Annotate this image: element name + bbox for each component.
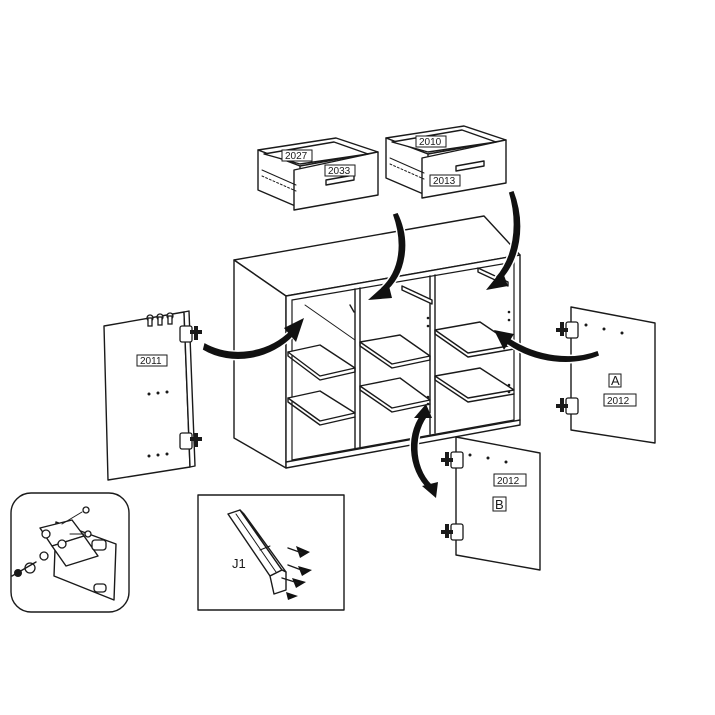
letter-box-a xyxy=(608,373,622,388)
label-box-2013 xyxy=(429,174,461,187)
hinge-bottom-top xyxy=(441,451,464,469)
hinge-left-top xyxy=(179,325,202,343)
label-box-2010 xyxy=(415,135,447,148)
drawer-left: 2027 2033 xyxy=(257,137,379,211)
hinge-bottom-bottom xyxy=(441,523,464,541)
drawer-right: 2010 2013 xyxy=(385,125,507,199)
part-label-2027: 2027 xyxy=(285,151,308,162)
inset-tool-j1: J1 xyxy=(197,494,345,611)
door-right-a: A 2012 xyxy=(556,306,656,444)
arrow-door-left xyxy=(201,318,304,361)
inset-hinge-detail xyxy=(10,492,130,613)
door-letter-a: A xyxy=(611,373,620,388)
letter-box-b xyxy=(492,496,507,512)
label-box-2027 xyxy=(281,149,313,162)
part-label-2012-b: 2012 xyxy=(497,476,520,487)
arrow-drawer-right xyxy=(486,189,522,290)
door-bottom-b: 2012 B xyxy=(441,436,541,571)
drawer-runner-middle xyxy=(401,285,433,305)
part-label-2033: 2033 xyxy=(328,166,351,177)
part-label-2013: 2013 xyxy=(433,176,456,187)
label-box-2012-b xyxy=(493,473,527,487)
label-box-2012-a xyxy=(603,393,637,407)
part-label-2012-a: 2012 xyxy=(607,396,630,407)
hinge-right-top xyxy=(556,321,579,339)
door-letter-b: B xyxy=(495,497,504,512)
door-left: 2011 xyxy=(103,310,202,481)
part-label-2011: 2011 xyxy=(140,356,162,367)
label-box-2011 xyxy=(136,354,168,367)
arrow-drawer-left xyxy=(368,211,407,300)
hinge-right-bottom xyxy=(556,397,579,415)
part-label-2010: 2010 xyxy=(419,137,442,148)
label-box-2033 xyxy=(324,164,356,177)
hinge-left-bottom xyxy=(179,432,202,450)
cabinet-body xyxy=(233,215,521,469)
arrow-door-bottom xyxy=(409,404,438,498)
arrow-door-right xyxy=(494,330,601,364)
tool-label-j1: J1 xyxy=(232,556,246,571)
